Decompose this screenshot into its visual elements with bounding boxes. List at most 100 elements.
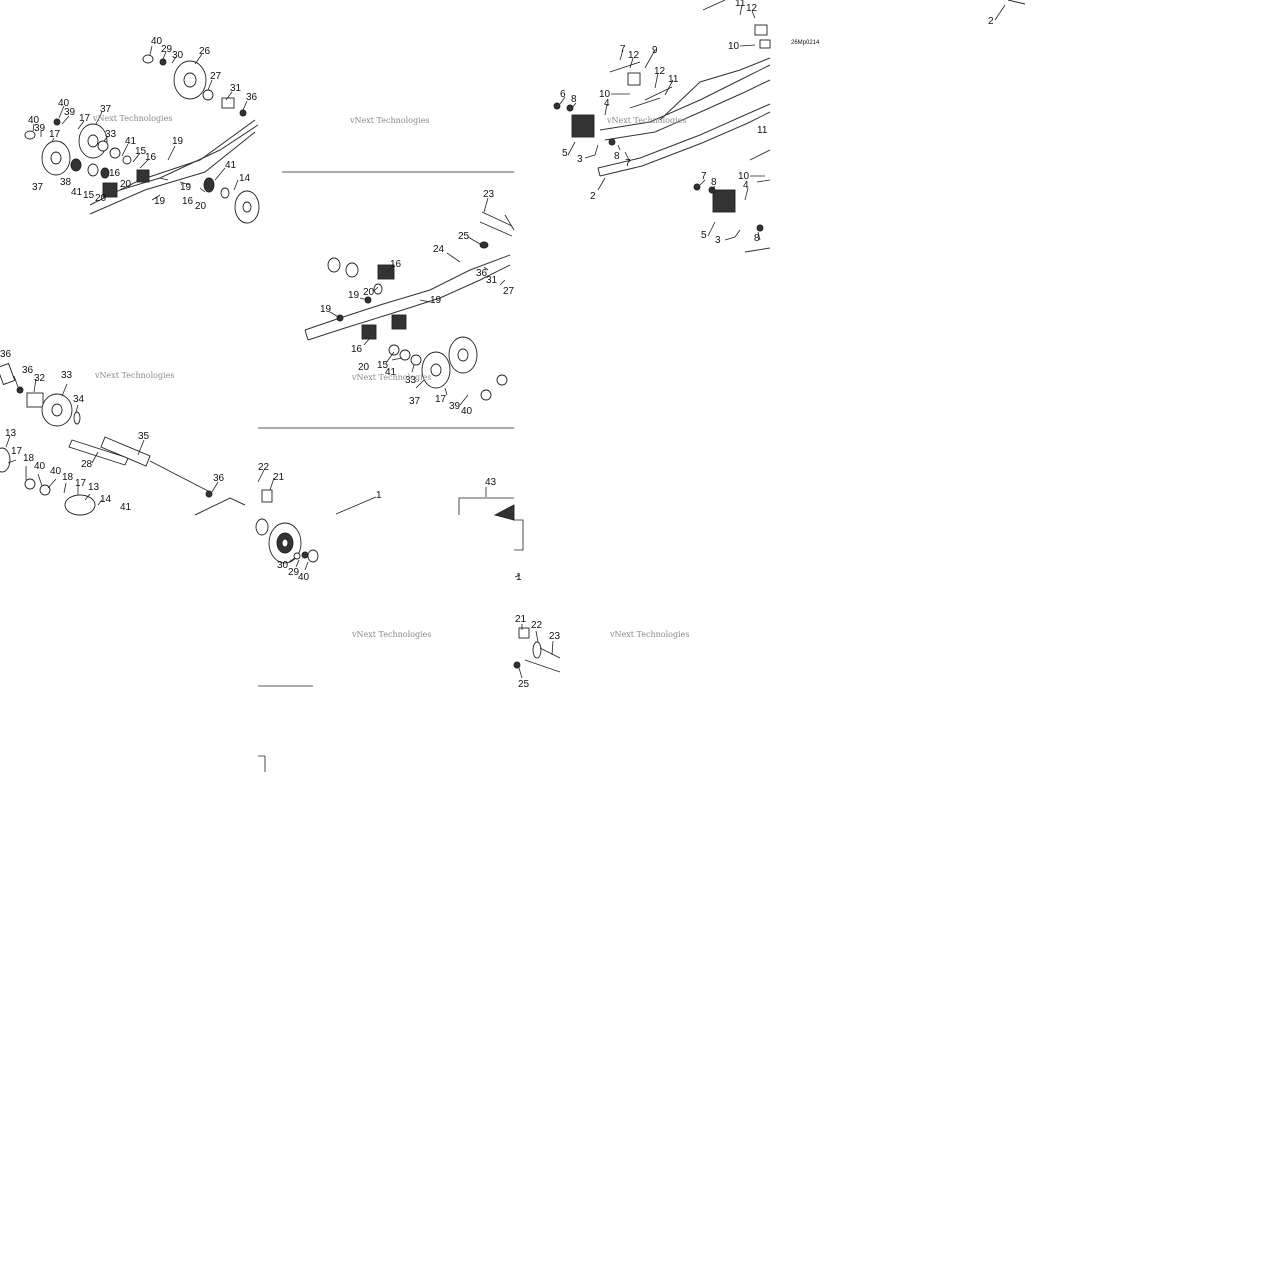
callout: 36 [22,365,34,376]
callout: 22 [258,462,270,473]
callout: 12 [746,3,758,14]
callout: 12 [654,66,666,77]
callout: 43 [485,477,497,488]
callout: 2 [590,191,596,202]
callout: 36 [246,92,258,103]
callout: 8 [711,177,717,188]
callout: 16 [182,196,194,207]
callout: 33 [61,370,73,381]
callout: 5 [562,148,568,159]
slider-block [712,189,736,213]
tile-axle-assembly: 36 36 32 33 34 35 13 17 18 40 28 40 18 1… [0,349,246,516]
callout: 41 [125,136,137,147]
callout: 4 [604,98,610,109]
callout: 40 [298,572,310,583]
callout: 17 [49,129,61,140]
callout: 39 [34,123,46,134]
callout: 9 [652,45,658,56]
callout: 18 [62,472,74,483]
callout: 40 [34,461,46,472]
callout: 22 [531,620,543,631]
callout: 27 [210,71,222,82]
callout: 10 [599,89,611,100]
callout: 1 [516,572,522,583]
callout: 37 [409,396,421,407]
callout: 23 [483,189,495,200]
frame-edge [258,755,266,772]
callout: 16 [351,344,363,355]
callout: 16 [145,152,157,163]
callout: 20 [363,287,375,298]
callout: 17 [11,446,23,457]
callout: 13 [5,428,17,439]
callout: 41 [120,502,132,513]
callout: 7 [625,158,631,169]
callout: 16 [390,259,402,270]
callout: 25 [518,679,530,690]
callout: 1 [376,490,382,501]
tile-wheel-detail: 22 21 1 43 30 29 40 1 21 22 23 25 vNext … [255,462,689,772]
callout: 40 [50,466,62,477]
callout: 19 [172,136,184,147]
watermark: vNext Technologies [351,373,431,382]
callout: 20 [195,201,207,212]
callout: 17 [435,394,447,405]
callout: 41 [225,160,237,171]
callout: 16 [109,168,121,179]
callout: 4 [743,180,749,191]
callout-labels: 40 29 30 26 27 31 36 40 39 17 37 33 40 3… [28,36,258,212]
tile-rear-idler-wheels: 40 29 30 26 27 31 36 40 39 17 37 33 40 3… [24,36,260,224]
callout: 27 [503,286,515,297]
diagram-code: 26Mp0214 [791,40,820,46]
callout: 11 [757,125,768,136]
callout: 21 [273,472,285,483]
callout: 41 [71,187,83,198]
watermark: vNext Technologies [92,114,172,123]
callout: 8 [754,233,760,244]
callout: 32 [34,373,46,384]
callout: 3 [577,154,583,165]
callout: 40 [151,36,163,47]
callout: 19 [320,304,332,315]
callout: 41 [385,367,397,378]
callout: 10 [728,41,740,52]
callout: 31 [486,275,498,286]
callout: 36 [213,473,225,484]
callout: 11 [668,74,679,85]
callout: 14 [239,173,251,184]
callout: 40 [28,115,40,126]
callout: 33 [105,129,117,140]
slider-block [571,114,595,138]
callout: 28 [81,459,93,470]
callout: 5 [701,230,707,241]
callout: 18 [23,453,35,464]
tile-runners-sliders: 11 12 10 7 12 9 11 12 6 8 10 4 5 3 8 7 1… [553,0,1026,253]
callout: 38 [60,177,72,188]
callout: 30 [172,50,184,61]
callout: 37 [32,182,44,193]
callout: 37 [100,104,112,115]
callout: 39 [449,401,461,412]
callout: 19 [154,196,166,207]
callout: 3 [715,235,721,246]
callout: 40 [461,406,473,417]
callout: 36 [476,268,488,279]
callout: 30 [277,560,289,571]
callout: 13 [88,482,100,493]
callout: 34 [73,394,85,405]
callout: 7 [620,44,626,55]
callout: 17 [79,113,91,124]
callout: 29 [288,567,300,578]
callout: 35 [138,431,150,442]
callout: 19 [180,182,192,193]
callout: 24 [433,244,445,255]
watermark: vNext Technologies [349,116,429,125]
callout: 19 [348,290,360,301]
callout: 20 [120,179,132,190]
callout: 7 [701,171,707,182]
callout: 15 [135,146,147,157]
tile-front-wheel-kit: vNext Technologies 23 25 24 16 36 [258,116,515,429]
callout: 17 [75,478,87,489]
callout: 40 [58,98,70,109]
